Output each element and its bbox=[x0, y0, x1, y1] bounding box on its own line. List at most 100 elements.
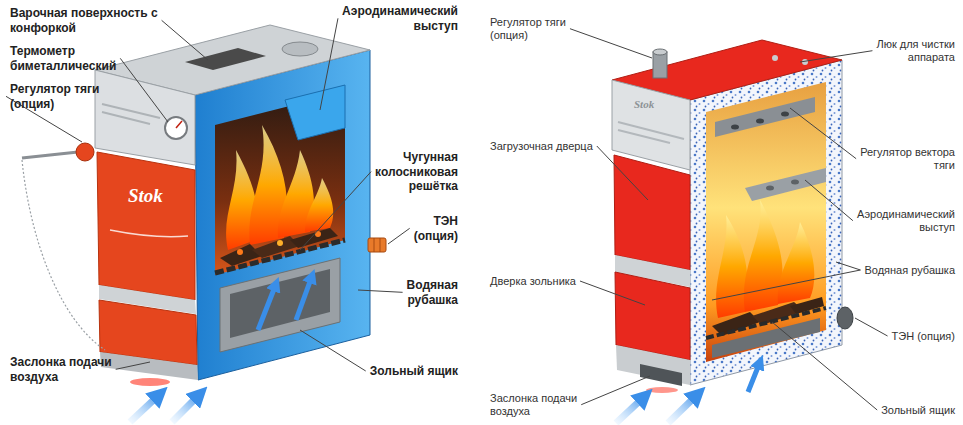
ash-box bbox=[712, 318, 820, 358]
ember bbox=[237, 249, 243, 255]
front-base bbox=[616, 345, 690, 385]
aero-ledge bbox=[745, 168, 826, 201]
regulator-chain bbox=[22, 160, 105, 350]
thermometer bbox=[165, 117, 187, 139]
regulator-cap bbox=[653, 49, 667, 55]
draft-vector-plate bbox=[715, 97, 815, 137]
part-label: Варочная поверхность с конфоркой bbox=[10, 6, 160, 35]
hob-ring bbox=[282, 42, 318, 56]
part-label: Водяная рубашка bbox=[845, 264, 955, 277]
firewood bbox=[290, 228, 338, 248]
draft-regulator bbox=[76, 143, 94, 161]
part-label: Дверка зольника bbox=[490, 275, 620, 288]
heating-element-band bbox=[374, 238, 375, 252]
leader-line bbox=[855, 318, 888, 336]
leader-line bbox=[597, 146, 648, 200]
ember bbox=[277, 240, 283, 246]
part-label: Аэродинамический выступ bbox=[328, 4, 458, 33]
air-arrow bbox=[172, 394, 200, 422]
air-arrow bbox=[748, 362, 760, 392]
ledge-hole bbox=[791, 180, 799, 185]
leader-line bbox=[712, 270, 860, 300]
aero-ledge bbox=[285, 85, 345, 140]
air-arrow bbox=[668, 394, 698, 423]
leader-line bbox=[300, 330, 366, 371]
leader-line bbox=[116, 362, 150, 369]
part-label: Термометр биметаллический bbox=[10, 44, 130, 73]
leader-line bbox=[836, 262, 860, 270]
hatch-bolt bbox=[802, 59, 808, 65]
flame bbox=[744, 200, 783, 312]
leader-line bbox=[790, 108, 856, 159]
brand-logo: Stok bbox=[128, 184, 188, 207]
decor-line bbox=[102, 104, 160, 118]
ash-box bbox=[220, 258, 340, 352]
leader-line bbox=[581, 376, 650, 405]
leader-line bbox=[162, 20, 208, 60]
plate-hole bbox=[781, 112, 789, 117]
flame bbox=[778, 222, 815, 304]
air-flap bbox=[640, 364, 682, 386]
heating-element-band bbox=[380, 238, 381, 252]
leader-line bbox=[300, 172, 371, 250]
part-label: Зольный ящик bbox=[338, 364, 458, 379]
regulator-rod bbox=[22, 152, 78, 158]
ledge-hole bbox=[766, 186, 774, 191]
loading-door bbox=[97, 152, 195, 300]
part-label: Аэродинамический выступ bbox=[850, 208, 955, 235]
part-label: Водяная рубашка bbox=[378, 278, 458, 307]
hob-plate bbox=[185, 48, 266, 70]
flame bbox=[305, 178, 333, 232]
air-arrow bbox=[258, 284, 276, 330]
leader-line bbox=[358, 290, 403, 292]
heating-element bbox=[837, 307, 853, 329]
part-label: Заслонка подачи воздуха bbox=[10, 355, 118, 384]
front-panel bbox=[95, 70, 195, 165]
leader-line bbox=[800, 51, 872, 62]
ash-box-inner bbox=[230, 269, 330, 338]
part-label: Регулятор тяги (опция) bbox=[490, 16, 590, 43]
water-jacket-cut bbox=[195, 50, 370, 380]
leader-line bbox=[805, 180, 853, 221]
decor-line bbox=[618, 130, 670, 143]
thermometer-needle bbox=[176, 121, 182, 128]
air-arrow bbox=[616, 396, 645, 423]
part-label: Регулятор вектора тяги bbox=[855, 146, 955, 173]
logo-swoosh bbox=[110, 230, 188, 237]
leader-line bbox=[580, 281, 645, 305]
water-jacket-cut bbox=[690, 60, 842, 385]
air-glow bbox=[646, 387, 678, 393]
part-label: ТЭН (опция) bbox=[398, 214, 458, 243]
part-label: Регулятор тяги (опция) bbox=[10, 82, 125, 111]
leader-line bbox=[772, 322, 877, 410]
air-arrow bbox=[296, 276, 312, 320]
heating-element bbox=[368, 238, 386, 252]
loading-door bbox=[614, 155, 690, 270]
brand-logo: Stok bbox=[634, 98, 674, 111]
combustion-chamber bbox=[706, 82, 826, 362]
flame bbox=[716, 215, 748, 318]
decor-line bbox=[102, 112, 150, 124]
part-label: Заслонка подачи воздуха bbox=[490, 392, 590, 419]
part-label: Загрузочная дверца bbox=[490, 140, 620, 153]
decor-line bbox=[618, 122, 684, 139]
part-label: Зольный ящик bbox=[845, 404, 955, 417]
ember bbox=[315, 231, 321, 237]
draft-regulator bbox=[653, 52, 667, 78]
air-glow bbox=[130, 378, 170, 386]
front-panel bbox=[612, 80, 690, 170]
part-label: Чугунная колосниковая решётка bbox=[358, 150, 458, 194]
part-label: Люк для чистки аппарата bbox=[835, 38, 955, 65]
leader-line bbox=[570, 29, 652, 58]
leader-line bbox=[120, 58, 168, 122]
leader-line bbox=[388, 228, 410, 244]
plate-hole bbox=[731, 125, 739, 130]
plate-hole bbox=[756, 119, 764, 124]
air-arrow bbox=[130, 394, 160, 422]
ash-door bbox=[615, 272, 690, 360]
hatch-bolt bbox=[772, 55, 778, 61]
leader-line bbox=[320, 18, 338, 110]
